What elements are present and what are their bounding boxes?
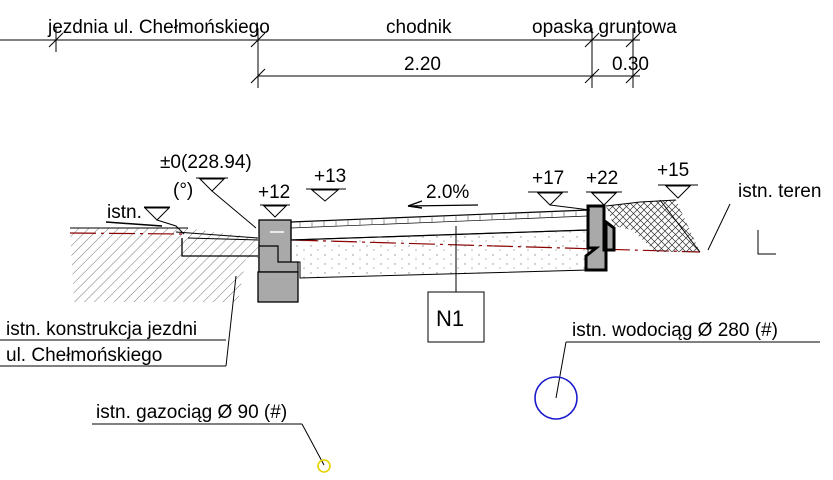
level-markers bbox=[143, 177, 698, 235]
level-triangle bbox=[664, 185, 692, 199]
label-sidewalk: chodnik bbox=[386, 17, 452, 38]
terrain-hatch bbox=[606, 200, 700, 252]
level-leader bbox=[156, 219, 185, 235]
water-main-callout: istn. wodociąg Ø 280 (#) bbox=[534, 320, 820, 420]
dimension-tick bbox=[625, 32, 641, 48]
level-plus22: +22 bbox=[586, 168, 618, 189]
terrain-marker bbox=[757, 230, 776, 255]
section-tag-text: N1 bbox=[436, 306, 464, 331]
level-plus13: +13 bbox=[314, 166, 346, 187]
axis-line-left bbox=[69, 232, 183, 235]
dimension-tick bbox=[250, 68, 266, 84]
level-plus12: +12 bbox=[258, 182, 290, 203]
existing-road-structure bbox=[70, 227, 259, 302]
level-zero: ±0(228.94) bbox=[160, 152, 252, 173]
road-edge-line bbox=[175, 231, 259, 239]
section-tag: N1 bbox=[427, 291, 485, 343]
level-existing: istn. bbox=[107, 202, 142, 223]
terrain-leader bbox=[707, 203, 731, 251]
level-triangle bbox=[310, 189, 340, 202]
gas-pipe-icon bbox=[317, 459, 331, 473]
dimension-tick bbox=[584, 32, 600, 48]
gas-main-callout: istn. gazociąg Ø 90 (#) bbox=[92, 402, 331, 473]
slope-indicator: 2.0% bbox=[407, 182, 479, 209]
label-existing-terrain: istn. teren bbox=[738, 181, 821, 202]
value-soil-strip-width: 0.30 bbox=[612, 54, 649, 75]
dimension-group: jezdnia ul. Chełmońskiego chodnik opaska… bbox=[0, 17, 677, 88]
level-zero-note: (°) bbox=[173, 180, 193, 201]
label-soil-strip: opaska gruntowa bbox=[532, 17, 677, 38]
curb-foundation bbox=[257, 271, 299, 303]
callout-leader bbox=[555, 341, 567, 399]
level-triangle bbox=[590, 192, 618, 206]
label-existing-road-structure: istn. konstrukcja jezdni bbox=[6, 319, 197, 340]
existing-arrow-icon bbox=[105, 221, 163, 227]
existing-terrain bbox=[605, 199, 776, 255]
level-triangle bbox=[143, 207, 171, 221]
level-triangle bbox=[198, 178, 226, 192]
dimension-tick bbox=[48, 32, 64, 48]
sidewalk bbox=[290, 209, 589, 292]
level-leader bbox=[211, 190, 257, 229]
water-pipe-icon bbox=[534, 376, 578, 420]
right-edge bbox=[584, 204, 616, 272]
terrain-slope bbox=[659, 199, 701, 253]
slope-line bbox=[407, 204, 479, 207]
road-hatch bbox=[70, 228, 258, 302]
sidewalk-layer-line bbox=[290, 215, 589, 229]
slope-arrow-icon bbox=[407, 200, 423, 209]
right-edge-curb bbox=[584, 204, 616, 272]
dimension-tick bbox=[250, 32, 266, 48]
section-tag-box bbox=[427, 291, 485, 343]
callout-leader bbox=[301, 423, 325, 466]
terrain-surface bbox=[605, 199, 677, 207]
level-triangle bbox=[536, 192, 564, 206]
level-plus17: +17 bbox=[532, 168, 564, 189]
left-curb bbox=[257, 219, 299, 303]
road-edge-line bbox=[187, 237, 259, 241]
road-edge-line bbox=[181, 238, 258, 257]
dimension-tick bbox=[584, 68, 600, 84]
dimension-tick bbox=[625, 68, 641, 84]
slope-label: 2.0% bbox=[426, 182, 469, 203]
label-existing-road-street: ul. Chełmońskiego bbox=[6, 345, 162, 366]
level-plus15: +15 bbox=[657, 160, 689, 181]
existing-road-callout: istn. konstrukcja jezdni ul. Chełmońskie… bbox=[0, 275, 237, 367]
label-roadway: jezdnia ul. Chełmońskiego bbox=[47, 17, 270, 38]
label-water-main: istn. wodociąg Ø 280 (#) bbox=[572, 320, 778, 341]
label-gas-main: istn. gazociąg Ø 90 (#) bbox=[96, 402, 287, 423]
level-triangle bbox=[262, 205, 288, 218]
value-sidewalk-width: 2.20 bbox=[404, 54, 441, 75]
sidewalk-base bbox=[290, 229, 589, 279]
callout-leader bbox=[225, 275, 237, 367]
